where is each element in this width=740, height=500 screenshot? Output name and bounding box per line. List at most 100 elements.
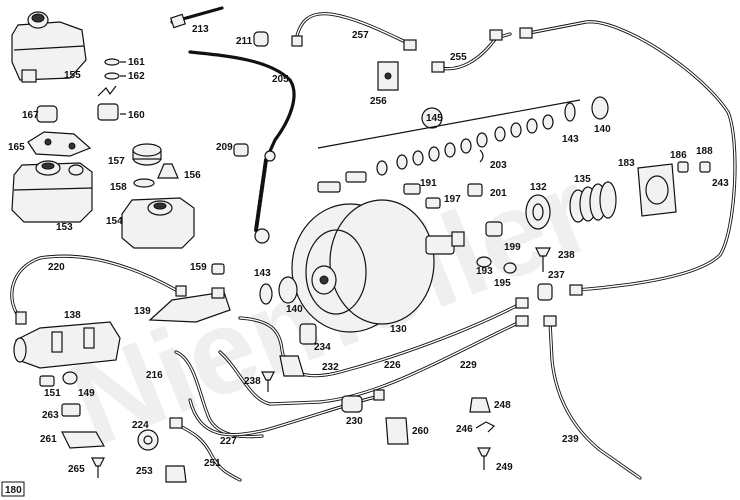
fitting-197 <box>425 197 441 209</box>
callout-label-155: 155 <box>64 70 81 81</box>
callout-label-209: 209 <box>216 142 233 153</box>
washer-195 <box>503 262 517 274</box>
bracket-234 <box>299 323 317 345</box>
cap-160 <box>97 85 126 121</box>
callout-label-199: 199 <box>504 242 521 253</box>
sleeve-230 <box>341 395 363 413</box>
filter-156 <box>157 163 179 179</box>
callout-label-143b: 143 <box>254 268 271 279</box>
bolt-238-left <box>261 371 275 392</box>
callout-label-253: 253 <box>136 466 153 477</box>
callout-label-251: 251 <box>204 458 221 469</box>
callout-label-237: 237 <box>548 270 565 281</box>
callout-label-149: 149 <box>78 388 95 399</box>
callout-label-224: 224 <box>132 420 149 431</box>
bolt-238-right <box>535 247 551 272</box>
callout-label-243: 243 <box>712 178 729 189</box>
callout-label-216: 216 <box>146 370 163 381</box>
callout-label-203: 203 <box>490 160 507 171</box>
callout-label-132: 132 <box>530 182 547 193</box>
callout-label-201: 201 <box>490 188 507 199</box>
callout-label-255: 255 <box>450 52 467 63</box>
long-pipe-243 <box>519 20 737 296</box>
rings-143-140-lower <box>259 276 298 305</box>
seal-kit-parts <box>317 114 554 193</box>
clip-209 <box>233 143 249 157</box>
callout-label-153: 153 <box>56 222 73 233</box>
bracket-256 <box>377 61 399 91</box>
plug-167 <box>36 105 58 123</box>
callout-label-151: 151 <box>44 388 61 399</box>
callout-label-229: 229 <box>460 360 477 371</box>
callout-label-263: 263 <box>42 410 59 421</box>
callout-label-139: 139 <box>134 306 151 317</box>
reservoir-154 <box>121 197 195 249</box>
callout-label-213: 213 <box>192 24 209 35</box>
callout-label-265: 265 <box>68 464 85 475</box>
callout-label-161: 161 <box>128 57 145 68</box>
grommet-211 <box>253 31 269 47</box>
callout-label-246: 246 <box>456 424 473 435</box>
pipe-229 <box>218 315 529 406</box>
callout-label-165: 165 <box>8 142 25 153</box>
callout-label-249: 249 <box>496 462 513 473</box>
callout-label-145: 145 <box>426 113 443 124</box>
pipe-216 <box>174 350 264 439</box>
nuts-151-149 <box>39 371 78 387</box>
callout-label-188: 188 <box>696 146 713 157</box>
callout-label-220: 220 <box>48 262 65 273</box>
callout-label-257: 257 <box>352 30 369 41</box>
cap-157 <box>132 143 162 166</box>
callout-label-154: 154 <box>106 216 123 227</box>
ring-140-upper <box>591 96 609 120</box>
pipe-257 <box>291 12 417 51</box>
grommet-224 <box>137 429 159 451</box>
brake-booster-130 <box>291 199 465 333</box>
callout-label-135: 135 <box>574 174 591 185</box>
callout-label-130: 130 <box>390 324 407 335</box>
clip-159 <box>211 263 225 275</box>
washer-193 <box>476 256 492 268</box>
pipe-220 <box>10 254 178 325</box>
callout-label-160: 160 <box>128 110 145 121</box>
callout-label-260: 260 <box>412 426 429 437</box>
callout-label-238b: 238 <box>244 376 261 387</box>
washer-158 <box>133 178 155 188</box>
clip-263 <box>61 403 81 417</box>
callout-label-230: 230 <box>346 416 363 427</box>
reservoir-153 <box>11 160 93 223</box>
ring-143-upper <box>564 102 576 122</box>
callout-label-197: 197 <box>444 194 461 205</box>
pipe-224-251 <box>169 417 242 482</box>
pipe-226 <box>238 297 529 378</box>
seal-kit-145 <box>317 99 581 193</box>
pipe-239 <box>543 315 642 480</box>
callout-label-157: 157 <box>108 156 125 167</box>
disc-132 <box>525 194 551 230</box>
cap-199 <box>485 221 503 237</box>
callout-label-143a: 143 <box>562 134 579 145</box>
bracket-260 <box>385 417 409 445</box>
callout-label-195: 195 <box>494 278 511 289</box>
washers-161-162 <box>104 58 126 80</box>
callout-label-234: 234 <box>314 342 331 353</box>
callout-label-227: 227 <box>220 436 237 447</box>
callout-labels: 1551611621601671651571561581531542132112… <box>5 24 729 496</box>
master-cylinder-138 <box>13 321 121 369</box>
callout-label-211: 211 <box>236 36 253 47</box>
callout-label-158: 158 <box>110 182 127 193</box>
bolt-265 <box>91 457 105 478</box>
page-number: 180 <box>5 485 22 496</box>
callout-label-205: 205 <box>272 74 289 85</box>
callout-label-159: 159 <box>190 262 207 273</box>
page-number-box <box>1 481 25 497</box>
bracket-261 <box>61 431 106 449</box>
callout-label-138: 138 <box>64 310 81 321</box>
callout-label-261: 261 <box>40 434 57 445</box>
callout-label-191: 191 <box>420 178 437 189</box>
clip-248 <box>469 397 491 413</box>
gasket-183 <box>637 163 677 217</box>
callout-label-239: 239 <box>562 434 579 445</box>
